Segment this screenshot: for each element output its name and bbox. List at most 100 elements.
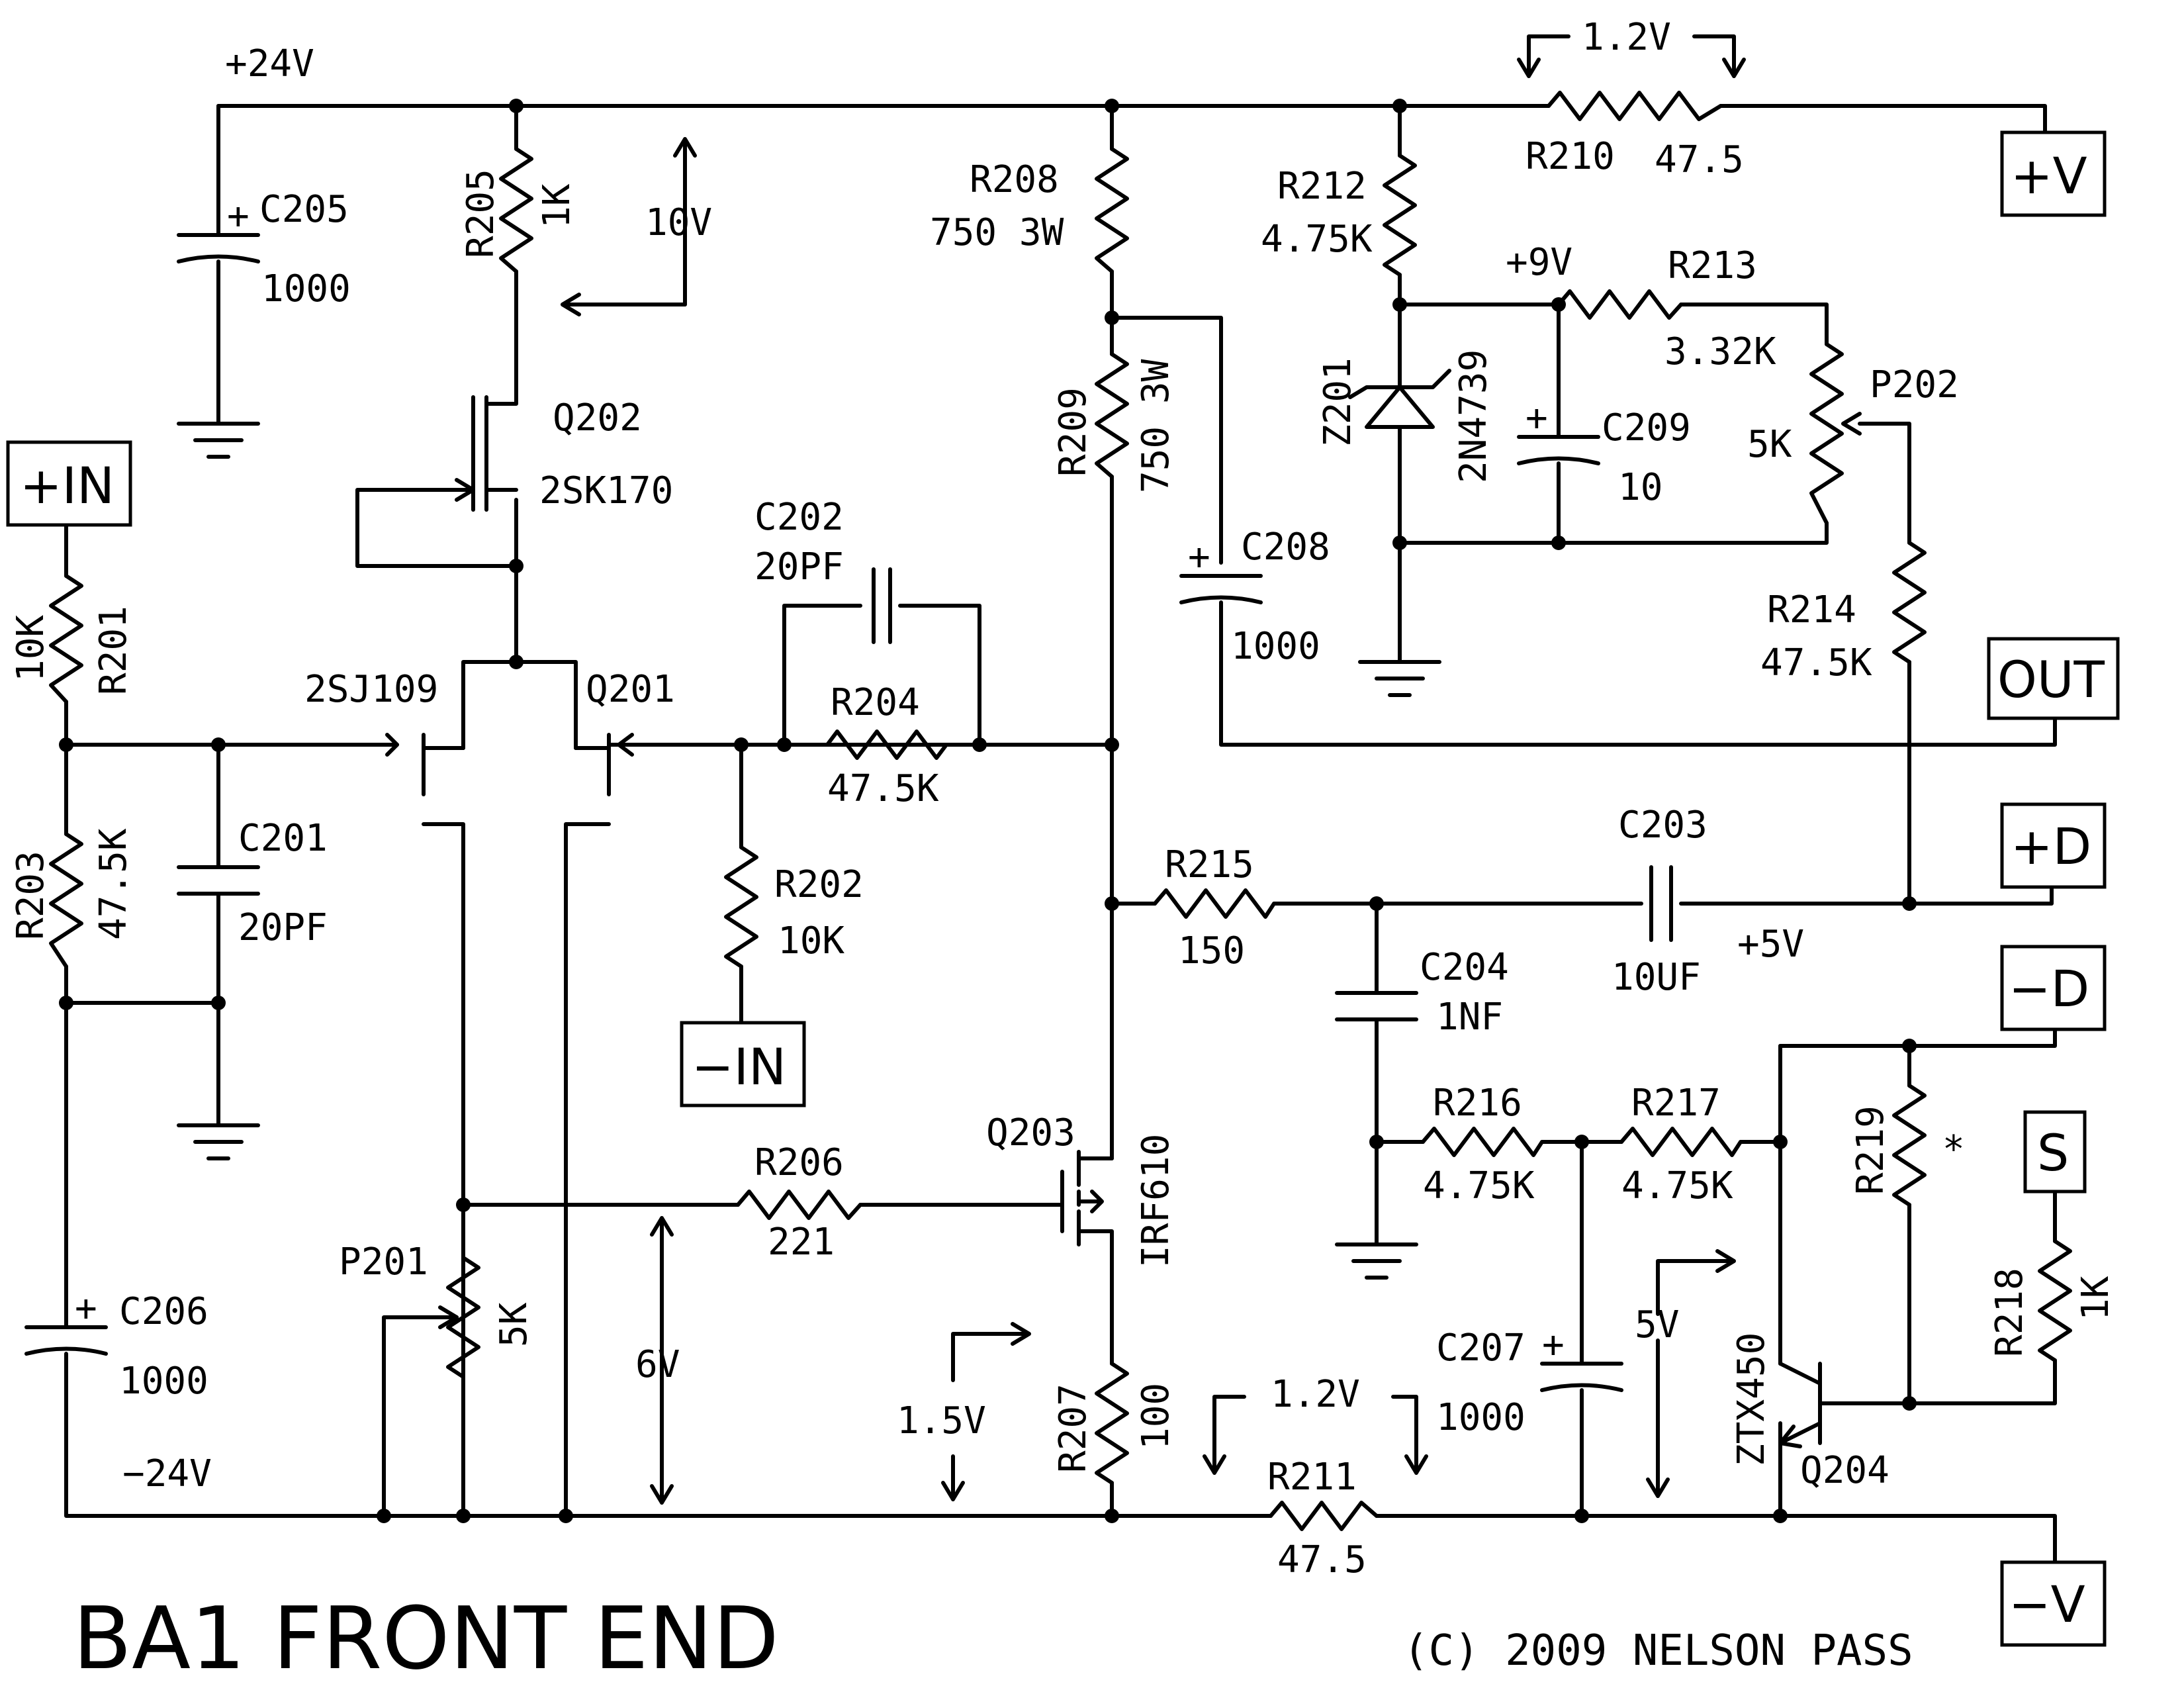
r216-value: 4.75K — [1423, 1164, 1535, 1207]
r203-symbol — [49, 832, 83, 968]
r207-ref: R207 — [1052, 1383, 1095, 1473]
c202-ref: C202 — [754, 496, 844, 539]
c203-ref: C203 — [1618, 804, 1707, 847]
c208-plus: + — [1188, 536, 1210, 579]
q203-value: IRF610 — [1134, 1134, 1177, 1268]
c208-value: 1000 — [1231, 625, 1320, 668]
r212-symbol — [1383, 154, 1417, 277]
r206-symbol — [736, 1190, 862, 1220]
c203-value: 10UF — [1612, 956, 1701, 999]
r209-ref: R209 — [1052, 387, 1095, 477]
r208-value: 750 3W — [930, 211, 1064, 254]
terminal-out[interactable]: OUT — [1987, 637, 2120, 720]
rail-pos-label: +24V — [225, 42, 314, 85]
r209-value: 750 3W — [1134, 359, 1177, 493]
r204-ref: R204 — [831, 681, 920, 724]
p202-value: 5K — [1747, 423, 1792, 466]
c205-plus: + — [227, 195, 250, 238]
terminal-v-pos[interactable]: +V — [2000, 130, 2107, 217]
q204-ref: Q204 — [1800, 1449, 1889, 1492]
ground-symbol — [177, 422, 260, 459]
copyright: (C) 2009 NELSON PASS — [1403, 1626, 1913, 1675]
rail-nine-label: +9V — [1506, 241, 1572, 284]
terminal-d-neg[interactable]: −D — [2000, 945, 2107, 1031]
terminal-out-label: OUT — [1997, 650, 2105, 709]
r204-value: 47.5K — [827, 767, 939, 810]
r212-ref: R212 — [1277, 165, 1367, 208]
voltage-arrows — [561, 34, 1746, 1505]
r203-ref: R203 — [9, 851, 52, 940]
terminal-v-neg[interactable]: −V — [2000, 1560, 2107, 1647]
terminal-d-pos-label: +D — [2011, 817, 2091, 876]
c201-value: 20PF — [238, 906, 328, 949]
p202-symbol — [1809, 342, 1844, 525]
voltage-1v2-bot-label: 1.2V — [1271, 1373, 1360, 1416]
r206-ref: R206 — [754, 1141, 844, 1184]
resistors — [49, 91, 2072, 1531]
r207-value: 100 — [1134, 1383, 1177, 1450]
r219-value: * — [1942, 1128, 1965, 1171]
r201-symbol — [49, 574, 83, 704]
c204-ref: C204 — [1420, 946, 1509, 989]
r202-value: 10K — [778, 919, 844, 962]
p202-ref: P202 — [1870, 363, 1959, 406]
r217-symbol — [1619, 1127, 1743, 1157]
terminal-v-neg-label: −V — [2009, 1575, 2085, 1634]
z201-ref: Z201 — [1316, 357, 1359, 447]
r216-symbol — [1421, 1127, 1544, 1157]
rail-neg-label: −24V — [122, 1452, 212, 1495]
r212-value: 4.75K — [1261, 218, 1373, 261]
r204-symbol — [782, 729, 981, 760]
voltage-5v-label: 5V — [1635, 1303, 1679, 1346]
voltage-1v5-label: 1.5V — [897, 1399, 986, 1442]
terminal-in-pos-label: +IN — [20, 456, 114, 515]
rail-five-label: +5V — [1737, 923, 1804, 966]
voltage-1v2-top-label: 1.2V — [1582, 16, 1671, 59]
terminal-in-neg-label: −IN — [692, 1037, 786, 1096]
r215-symbol — [1153, 888, 1276, 919]
c207-value: 1000 — [1436, 1396, 1525, 1439]
q203-ref: Q203 — [986, 1111, 1075, 1154]
p201-value: 5K — [492, 1302, 535, 1347]
r211-ref: R211 — [1267, 1456, 1357, 1499]
r214-value: 47.5K — [1760, 641, 1872, 684]
r216-ref: R216 — [1433, 1082, 1522, 1125]
terminal-s[interactable]: S — [2023, 1110, 2087, 1194]
terminal-s-label: S — [2037, 1123, 2069, 1182]
page-title: BA1 FRONT END — [73, 1588, 779, 1688]
r210-ref: R210 — [1525, 135, 1615, 178]
c209-ref: C209 — [1602, 406, 1691, 449]
voltage-10v-label: 10V — [645, 201, 712, 244]
r211-value: 47.5 — [1277, 1538, 1367, 1581]
semiconductors — [385, 369, 1911, 1518]
r201-value: 10K — [9, 615, 52, 682]
r209-symbol — [1095, 352, 1129, 479]
r217-value: 4.75K — [1621, 1164, 1733, 1207]
q201-value: 2SJ109 — [304, 668, 438, 711]
c201-ref: C201 — [238, 817, 328, 860]
component-labels: C205 1000 R205 1K R208 750 3W R212 4.75K… — [9, 135, 2117, 1581]
z201-value: 2N4739 — [1452, 350, 1495, 483]
r214-ref: R214 — [1767, 588, 1856, 632]
c206-value: 1000 — [119, 1360, 208, 1403]
r215-value: 150 — [1178, 929, 1245, 972]
ground-symbol — [1358, 660, 1441, 697]
r218-value: 1K — [2074, 1276, 2117, 1321]
r205-ref: R205 — [459, 169, 502, 258]
terminal-in-neg[interactable]: −IN — [680, 1021, 806, 1107]
r208-symbol — [1095, 147, 1129, 273]
q204-value: ZTX450 — [1730, 1333, 1773, 1466]
c206-ref: C206 — [119, 1290, 208, 1333]
terminal-in-pos[interactable]: +IN — [6, 440, 132, 527]
r218-ref: R218 — [1988, 1268, 2031, 1357]
r219-ref: R219 — [1849, 1105, 1892, 1195]
ground-symbol — [177, 1123, 260, 1160]
r210-value: 47.5 — [1655, 138, 1744, 181]
r208-ref: R208 — [970, 158, 1059, 201]
r205-symbol — [499, 147, 533, 273]
terminal-d-pos[interactable]: +D — [2000, 802, 2107, 889]
r201-ref: R201 — [92, 606, 135, 695]
r215-ref: R215 — [1165, 843, 1254, 886]
r217-ref: R217 — [1631, 1082, 1721, 1125]
